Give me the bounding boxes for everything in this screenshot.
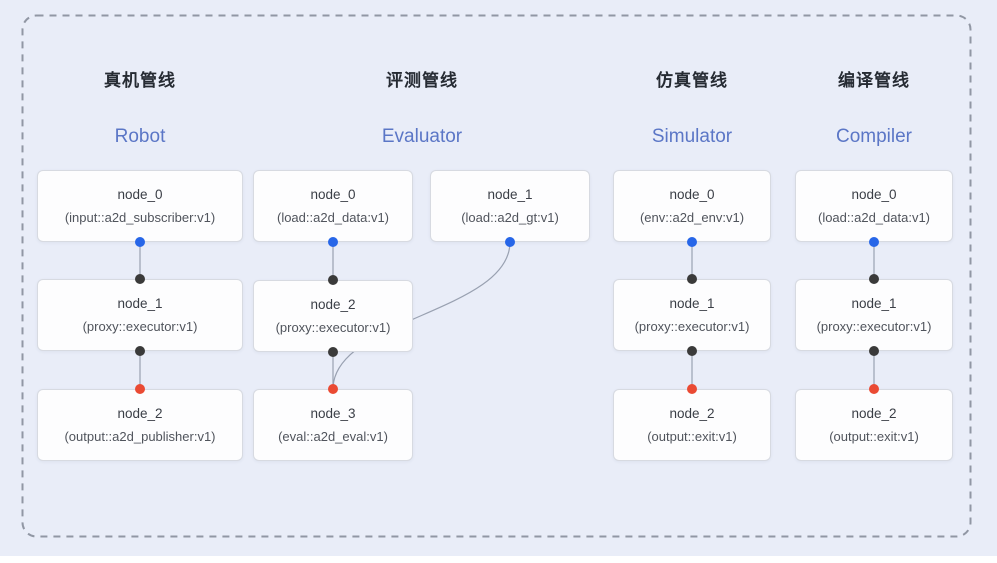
node-name: node_2	[669, 406, 715, 421]
node-name: node_3	[310, 406, 356, 421]
source-handle-dot[interactable]	[505, 237, 515, 247]
node-name: node_1	[487, 187, 533, 202]
canvas-dashed-border	[21, 14, 972, 538]
node-box-simulator-node2[interactable]: node_2 (output::exit:v1)	[613, 389, 771, 461]
node-box-robot-node1[interactable]: node_1 (proxy::executor:v1)	[37, 279, 243, 351]
source-handle-dot[interactable]	[328, 347, 338, 357]
node-box-simulator-node1[interactable]: node_1 (proxy::executor:v1)	[613, 279, 771, 351]
node-type: (output::a2d_publisher:v1)	[64, 429, 216, 444]
node-type: (output::exit:v1)	[829, 429, 919, 444]
target-handle-dot[interactable]	[135, 384, 145, 394]
source-handle-dot[interactable]	[687, 346, 697, 356]
node-type: (output::exit:v1)	[647, 429, 737, 444]
node-name: node_2	[851, 406, 897, 421]
node-name: node_0	[310, 187, 356, 202]
node-type: (load::a2d_data:v1)	[276, 210, 390, 225]
pipeline-title-en-robot: Robot	[114, 126, 166, 147]
pipeline-title-cn-robot: 真机管线	[104, 71, 176, 90]
node-name: node_2	[117, 406, 163, 421]
node-type: (input::a2d_subscriber:v1)	[64, 210, 216, 225]
target-handle-dot[interactable]	[328, 275, 338, 285]
pipeline-title-en-evaluator: Evaluator	[381, 126, 463, 147]
node-type: (env::a2d_env:v1)	[639, 210, 745, 225]
node-name: node_0	[851, 187, 897, 202]
source-handle-dot[interactable]	[687, 237, 697, 247]
node-box-robot-node0[interactable]: node_0 (input::a2d_subscriber:v1)	[37, 170, 243, 242]
node-name: node_1	[851, 296, 897, 311]
source-handle-dot[interactable]	[869, 346, 879, 356]
node-type: (load::a2d_gt:v1)	[461, 210, 559, 225]
target-handle-dot[interactable]	[869, 274, 879, 284]
source-handle-dot[interactable]	[328, 237, 338, 247]
node-name: node_2	[310, 297, 356, 312]
target-handle-dot[interactable]	[687, 274, 697, 284]
node-box-evaluator-node2[interactable]: node_2 (proxy::executor:v1)	[253, 280, 413, 352]
node-box-simulator-node0[interactable]: node_0 (env::a2d_env:v1)	[613, 170, 771, 242]
bottom-strip	[0, 556, 997, 563]
target-handle-dot[interactable]	[687, 384, 697, 394]
node-type: (proxy::executor:v1)	[82, 319, 198, 334]
node-type: (proxy::executor:v1)	[275, 320, 391, 335]
node-type: (proxy::executor:v1)	[634, 319, 750, 334]
target-handle-dot[interactable]	[135, 274, 145, 284]
source-handle-dot[interactable]	[869, 237, 879, 247]
pipeline-title-en-simulator: Simulator	[651, 126, 733, 147]
target-handle-dot[interactable]	[869, 384, 879, 394]
node-type: (load::a2d_data:v1)	[817, 210, 931, 225]
node-box-evaluator-node0[interactable]: node_0 (load::a2d_data:v1)	[253, 170, 413, 242]
source-handle-dot[interactable]	[135, 237, 145, 247]
node-box-evaluator-node1[interactable]: node_1 (load::a2d_gt:v1)	[430, 170, 590, 242]
node-box-compiler-node0[interactable]: node_0 (load::a2d_data:v1)	[795, 170, 953, 242]
node-name: node_1	[669, 296, 715, 311]
node-box-compiler-node2[interactable]: node_2 (output::exit:v1)	[795, 389, 953, 461]
source-handle-dot[interactable]	[135, 346, 145, 356]
pipeline-title-cn-evaluator: 评测管线	[386, 71, 458, 90]
node-box-evaluator-node3[interactable]: node_3 (eval::a2d_eval:v1)	[253, 389, 413, 461]
pipeline-title-cn-compiler: 编译管线	[838, 71, 910, 90]
node-type: (eval::a2d_eval:v1)	[278, 429, 388, 444]
edge-curve	[332, 241, 511, 390]
pipeline-title-en-compiler: Compiler	[835, 126, 913, 147]
node-box-robot-node2[interactable]: node_2 (output::a2d_publisher:v1)	[37, 389, 243, 461]
node-type: (proxy::executor:v1)	[816, 319, 932, 334]
node-box-compiler-node1[interactable]: node_1 (proxy::executor:v1)	[795, 279, 953, 351]
node-name: node_0	[669, 187, 715, 202]
node-name: node_1	[117, 296, 163, 311]
target-handle-dot[interactable]	[328, 384, 338, 394]
pipeline-title-cn-simulator: 仿真管线	[656, 71, 728, 90]
node-name: node_0	[117, 187, 163, 202]
